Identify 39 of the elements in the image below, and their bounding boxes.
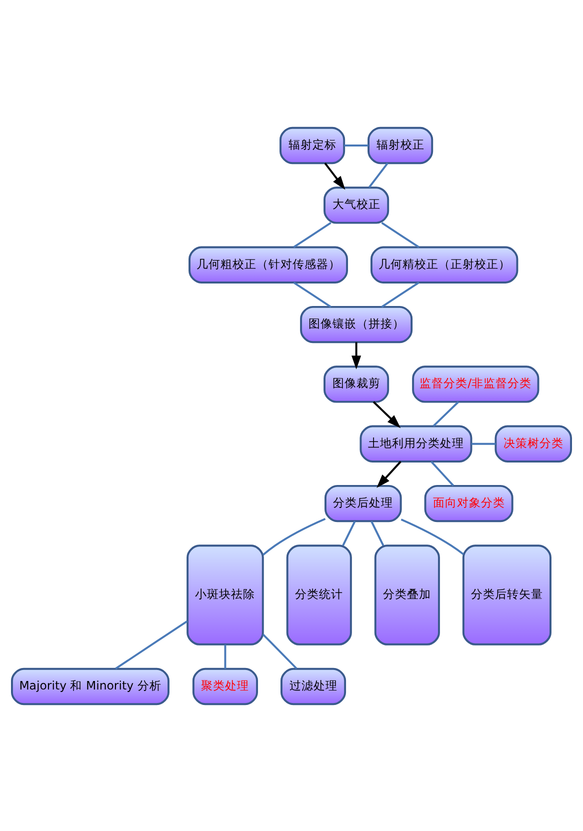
node-box: 辐射校正 <box>368 126 434 164</box>
node-box: 监督分类/非监督分类 <box>412 365 540 402</box>
node-box: 土地利用分类处理 <box>360 424 472 462</box>
connector <box>430 460 454 486</box>
connector <box>381 222 420 248</box>
connector <box>432 400 460 426</box>
connector <box>400 518 464 555</box>
node-box: Majority 和 Minority 分析 <box>11 667 170 705</box>
arrow <box>376 460 402 488</box>
node-box: 图像镶嵌（拼接） <box>300 305 413 343</box>
connector <box>262 633 298 669</box>
connector <box>344 144 368 146</box>
node-box: 大气校正 <box>324 186 390 224</box>
connector <box>368 162 388 188</box>
connector <box>381 281 420 308</box>
node-box: 过滤处理 <box>280 667 346 705</box>
node-box: 分类后处理 <box>324 484 402 522</box>
node-box: 决策树分类 <box>494 424 572 462</box>
connector <box>224 644 226 668</box>
connector <box>293 281 332 308</box>
node-box: 聚类处理 <box>192 667 258 705</box>
connector <box>262 518 326 556</box>
node-box: 分类统计 <box>286 544 352 645</box>
arrow <box>372 400 401 428</box>
connector <box>342 520 356 546</box>
node-box: 几何精校正（正射校正） <box>370 246 518 283</box>
node-box: 几何粗校正（针对传感器） <box>188 246 348 283</box>
node-box: 图像裁剪 <box>324 365 390 402</box>
node-box: 辐射定标 <box>280 126 346 164</box>
connector <box>471 442 496 444</box>
node-box: 面向对象分类 <box>424 484 514 522</box>
connector <box>115 620 188 670</box>
arrow <box>352 342 362 369</box>
node-box: 分类叠加 <box>374 544 440 645</box>
node-box: 分类后转矢量 <box>462 544 552 645</box>
connector <box>370 520 384 546</box>
node-box: 小斑块祛除 <box>186 544 264 645</box>
connector <box>293 222 332 248</box>
arrow <box>324 162 346 190</box>
